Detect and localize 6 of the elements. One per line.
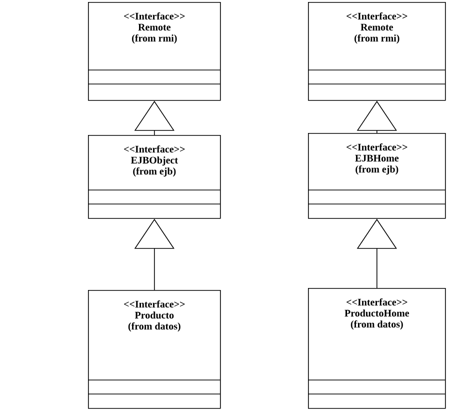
class-box: <<Interface>> EJBHome (from ejb) [308,133,446,219]
class-box: <<Interface>> Remote (from rmi) [308,2,446,101]
class-box: <<Interface>> EJBObject (from ejb) [88,135,221,219]
class-box: <<Interface>> ProductoHome (from datos) [308,288,446,409]
class-box: <<Interface>> Producto (from datos) [88,290,221,409]
class-box: <<Interface>> Remote (from rmi) [88,2,221,101]
